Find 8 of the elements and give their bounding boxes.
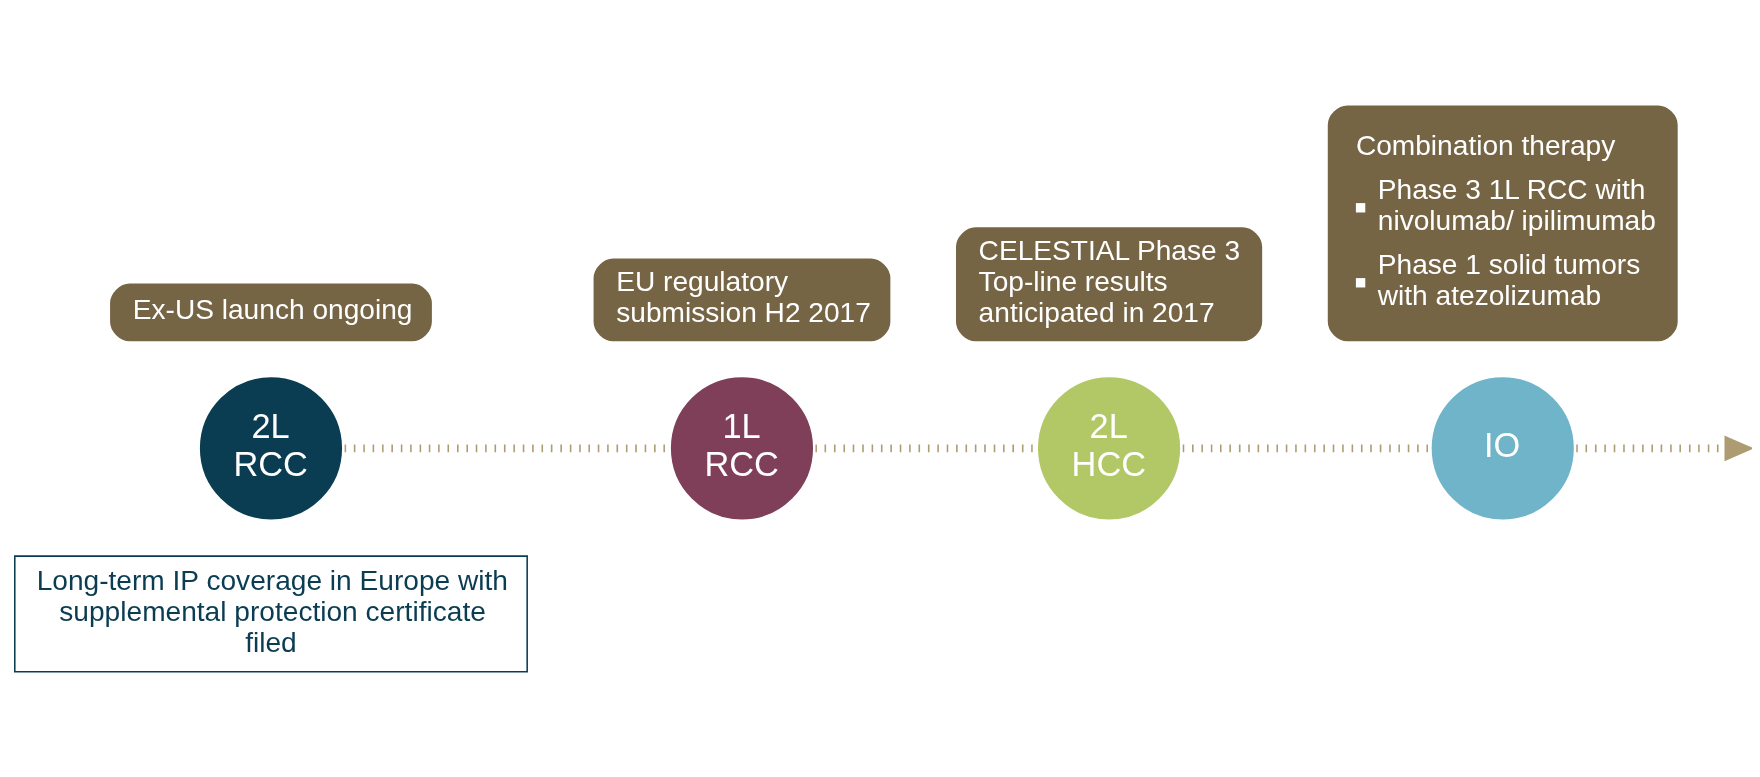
node-box: Combination therapy Phase 3 1L RCC with nivolumab/ ipilimumab Phase 1 solid tumors with atezolizumab <box>1327 104 1678 341</box>
connector <box>1182 443 1429 452</box>
connector <box>815 443 1036 452</box>
arrow <box>1576 435 1752 461</box>
node-box: Ex-US launch ongoing <box>110 283 432 341</box>
node-box: EU regulatory submission H2 2017 <box>593 258 891 341</box>
node-box: CELESTIAL Phase 3 Top-line results anticipated in 2017 <box>956 226 1263 341</box>
node-box: Long-term IP coverage in Europe with supplemental protection certificate filed <box>14 554 528 673</box>
